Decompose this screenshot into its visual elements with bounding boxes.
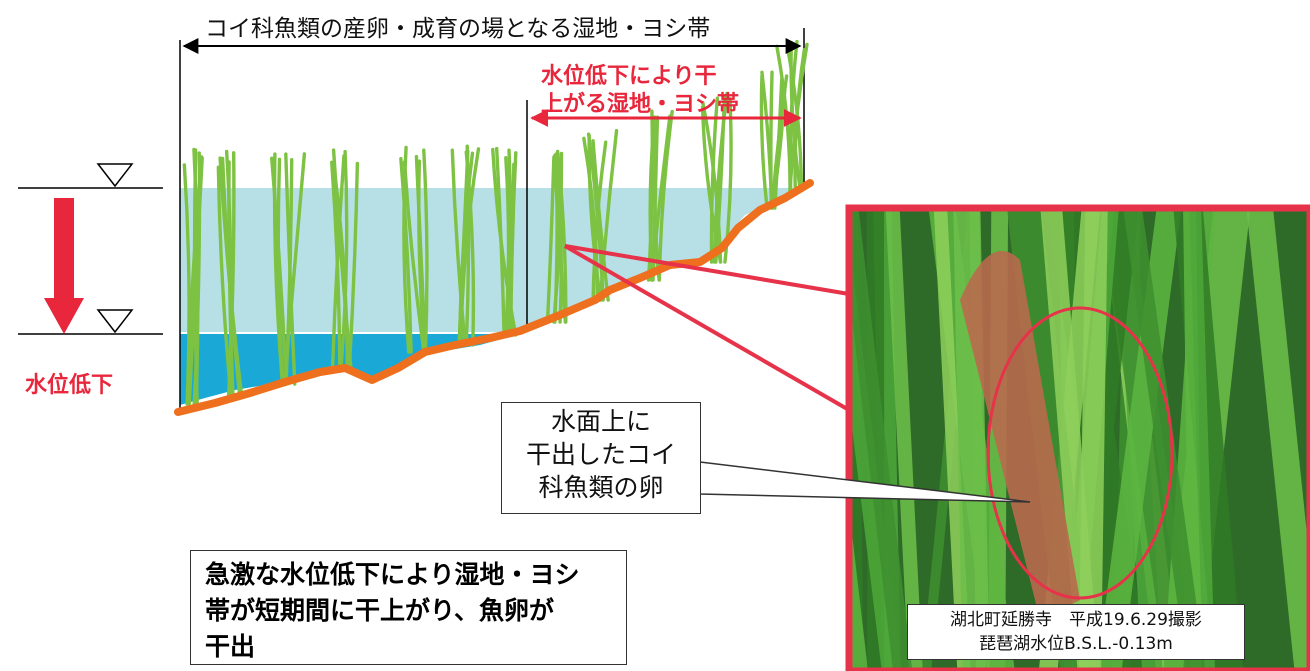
photo-frame <box>845 204 1310 671</box>
reed-stem <box>187 156 204 406</box>
zoom-lines <box>563 244 851 412</box>
reed-stem <box>224 149 233 398</box>
reed-stem <box>220 156 242 398</box>
reed-stem <box>284 152 297 386</box>
top-span-label: コイ科魚類の産卵・成育の場となる湿地・ヨシ帯 <box>205 16 710 42</box>
photo-leaf <box>885 208 923 671</box>
reed-stem <box>182 163 191 406</box>
dry-zone-label-line2: 上がる湿地・ヨシ帯 <box>541 91 739 117</box>
reed-photo <box>849 208 1310 671</box>
reed-stem <box>657 109 674 282</box>
water-drop-label: 水位低下 <box>25 372 113 398</box>
reed-stem <box>276 157 285 386</box>
photo-caption: 湖北町延勝寺 平成19.6.29撮影 琵琶湖水位B.S.L.-0.13m <box>907 604 1245 660</box>
water-level-high <box>18 163 163 189</box>
dry-zone-label-line1: 水位低下により干 <box>541 63 717 89</box>
reed-stem <box>759 74 769 210</box>
reed-stem <box>591 139 610 302</box>
photo-leaf <box>849 208 913 671</box>
egg-callout-line: 水面上に <box>550 407 651 436</box>
reed-stem <box>555 149 568 324</box>
reed-stem <box>347 161 360 372</box>
reed-bed <box>182 39 809 406</box>
water-bodies <box>180 188 800 405</box>
summary-box: 急激な水位低下により湿地・ヨシ 帯が短期間に干上がり、魚卵が 干出 <box>190 550 627 665</box>
egg-callout-line: 科魚類の卵 <box>538 473 664 502</box>
egg-highlight-ellipse <box>986 306 1174 600</box>
reed-stem <box>587 133 603 302</box>
summary-line: 急激な水位低下により湿地・ヨシ <box>205 560 580 589</box>
reed-stem <box>402 145 411 354</box>
photo-leaf <box>1078 208 1108 671</box>
reed-stem <box>282 152 307 386</box>
water-level-low <box>18 309 163 335</box>
photo-leaf <box>1123 208 1206 671</box>
photo-leaf <box>1189 208 1216 671</box>
reed-stem <box>545 155 556 324</box>
reed-stem <box>417 159 427 354</box>
summary-line: 帯が短期間に干上がり、魚卵が <box>205 596 555 625</box>
reed-stem <box>464 150 476 347</box>
ground-line <box>174 179 814 416</box>
reed-stem <box>339 149 349 372</box>
reed-stem <box>769 70 774 210</box>
photo-caption-line: 湖北町延勝寺 平成19.6.29撮影 <box>950 610 1202 630</box>
egg-callout: 水面上に 干出したコイ 科魚類の卵 <box>501 402 701 514</box>
reed-stem <box>399 157 413 354</box>
photo-leaf <box>1246 208 1310 671</box>
reed-stem <box>553 154 559 324</box>
reed-stem <box>331 148 353 372</box>
photo-leaf <box>849 507 869 671</box>
photo-leaf <box>1096 208 1182 671</box>
reed-stem <box>773 77 784 210</box>
reed-stem <box>506 162 516 337</box>
summary-line: 干出 <box>205 632 256 661</box>
reed-stem <box>586 132 605 302</box>
reed-stem <box>495 146 506 337</box>
egg-callout-line: 干出したコイ <box>525 440 676 469</box>
reed-stem <box>330 160 342 372</box>
reed-stem <box>422 148 429 354</box>
photo-caption-line: 琵琶湖水位B.S.L.-0.13m <box>979 634 1173 654</box>
water-drop-arrow <box>44 198 84 334</box>
photo-leaf-brown <box>960 251 1080 620</box>
